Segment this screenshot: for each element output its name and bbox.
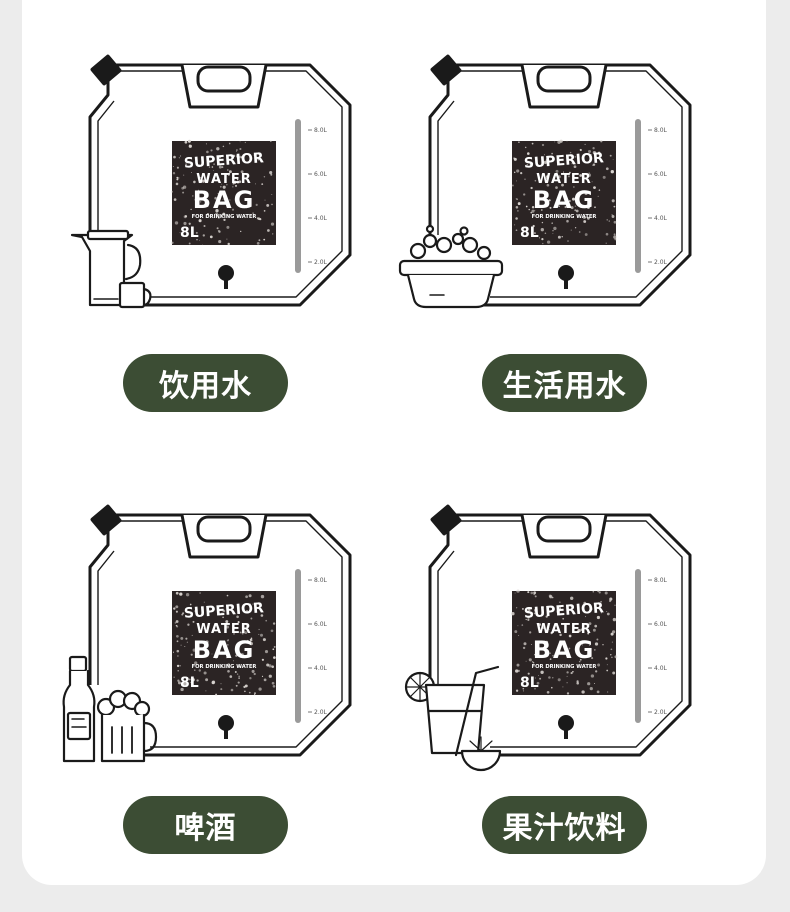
volume-mark-label: 6.0L — [314, 621, 328, 628]
volume-mark-label: 8.0L — [314, 577, 328, 584]
bag-label-line1: SUPERIOR — [523, 600, 604, 622]
spout-icon — [218, 265, 234, 289]
wash-basin-icon — [398, 224, 504, 309]
use-label-text: 生活用水 — [502, 369, 627, 404]
volume-mark-label: 6.0L — [314, 171, 328, 178]
bag-label-line2: WATER — [536, 172, 592, 187]
bag-cap — [90, 504, 122, 536]
volume-mark-label: 2.0L — [654, 709, 668, 716]
spout-icon — [558, 265, 574, 289]
volume-mark-label: 4.0L — [654, 215, 668, 222]
use-label-text: 饮用水 — [159, 369, 252, 404]
bag-label-line2: WATER — [196, 172, 252, 187]
bag-label-capacity: 8L — [520, 225, 539, 241]
bag-label-line1: SUPERIOR — [183, 600, 264, 622]
bag-label-line1: SUPERIOR — [523, 150, 604, 172]
volume-mark-label: 8.0L — [654, 577, 668, 584]
volume-mark-label: 4.0L — [314, 215, 328, 222]
kettle-and-cup-icon — [70, 229, 152, 309]
volume-mark-label: 6.0L — [654, 171, 668, 178]
bag-handle — [520, 64, 608, 109]
bag-label-capacity: 8L — [180, 675, 199, 691]
bag-label-line3: BAG — [533, 636, 596, 664]
bag-label-line4: FOR DRINKING WATER — [192, 214, 257, 220]
volume-scale: 8.0L 6.0L 4.0L 2.0L — [295, 569, 328, 723]
spout-icon — [218, 715, 234, 739]
bag-label-line1: SUPERIOR — [183, 150, 264, 172]
volume-scale: 8.0L 6.0L 4.0L 2.0L — [295, 119, 328, 273]
bag-label-line4: FOR DRINKING WATER — [192, 664, 257, 670]
bag-cap — [430, 54, 462, 86]
bag-outline — [102, 63, 352, 307]
bag-label-line3: BAG — [193, 186, 256, 214]
volume-mark-label: 2.0L — [314, 259, 328, 266]
bag-handle — [180, 64, 268, 109]
volume-mark-label: 2.0L — [654, 259, 668, 266]
bag-cap — [430, 504, 462, 536]
bag-label-line4: FOR DRINKING WATER — [532, 664, 597, 670]
volume-mark-label: 4.0L — [654, 665, 668, 672]
use-label-juice: 果汁饮料 — [482, 796, 647, 854]
bag-label-line3: BAG — [193, 636, 256, 664]
bag-label-capacity: 8L — [180, 225, 199, 241]
juice-glass-icon — [404, 665, 502, 772]
bag-outline — [442, 63, 692, 307]
bag-label-line2: WATER — [196, 622, 252, 637]
volume-mark-label: 4.0L — [314, 665, 328, 672]
beer-bottle-and-mug-icon — [62, 655, 158, 763]
bag-outline — [442, 513, 692, 757]
volume-mark-label: 6.0L — [654, 621, 668, 628]
use-label-drinking-water: 饮用水 — [123, 354, 288, 412]
bag-handle — [180, 514, 268, 559]
bag-label-line4: FOR DRINKING WATER — [532, 214, 597, 220]
use-label-beer: 啤酒 — [123, 796, 288, 854]
volume-scale: 8.0L 6.0L 4.0L 2.0L — [635, 569, 668, 723]
bag-label-line2: WATER — [536, 622, 592, 637]
bag-label-capacity: 8L — [520, 675, 539, 691]
bag-cap — [90, 54, 122, 86]
volume-mark-label: 8.0L — [654, 127, 668, 134]
content-card — [22, 0, 766, 885]
volume-scale: 8.0L 6.0L 4.0L 2.0L — [635, 119, 668, 273]
spout-icon — [558, 715, 574, 739]
bag-label-line3: BAG — [533, 186, 596, 214]
use-label-text: 果汁饮料 — [502, 811, 627, 846]
volume-mark-label: 2.0L — [314, 709, 328, 716]
volume-mark-label: 8.0L — [314, 127, 328, 134]
bag-handle — [520, 514, 608, 559]
use-label-household-water: 生活用水 — [482, 354, 647, 412]
bag-outline — [102, 513, 352, 757]
use-label-text: 啤酒 — [174, 811, 237, 846]
